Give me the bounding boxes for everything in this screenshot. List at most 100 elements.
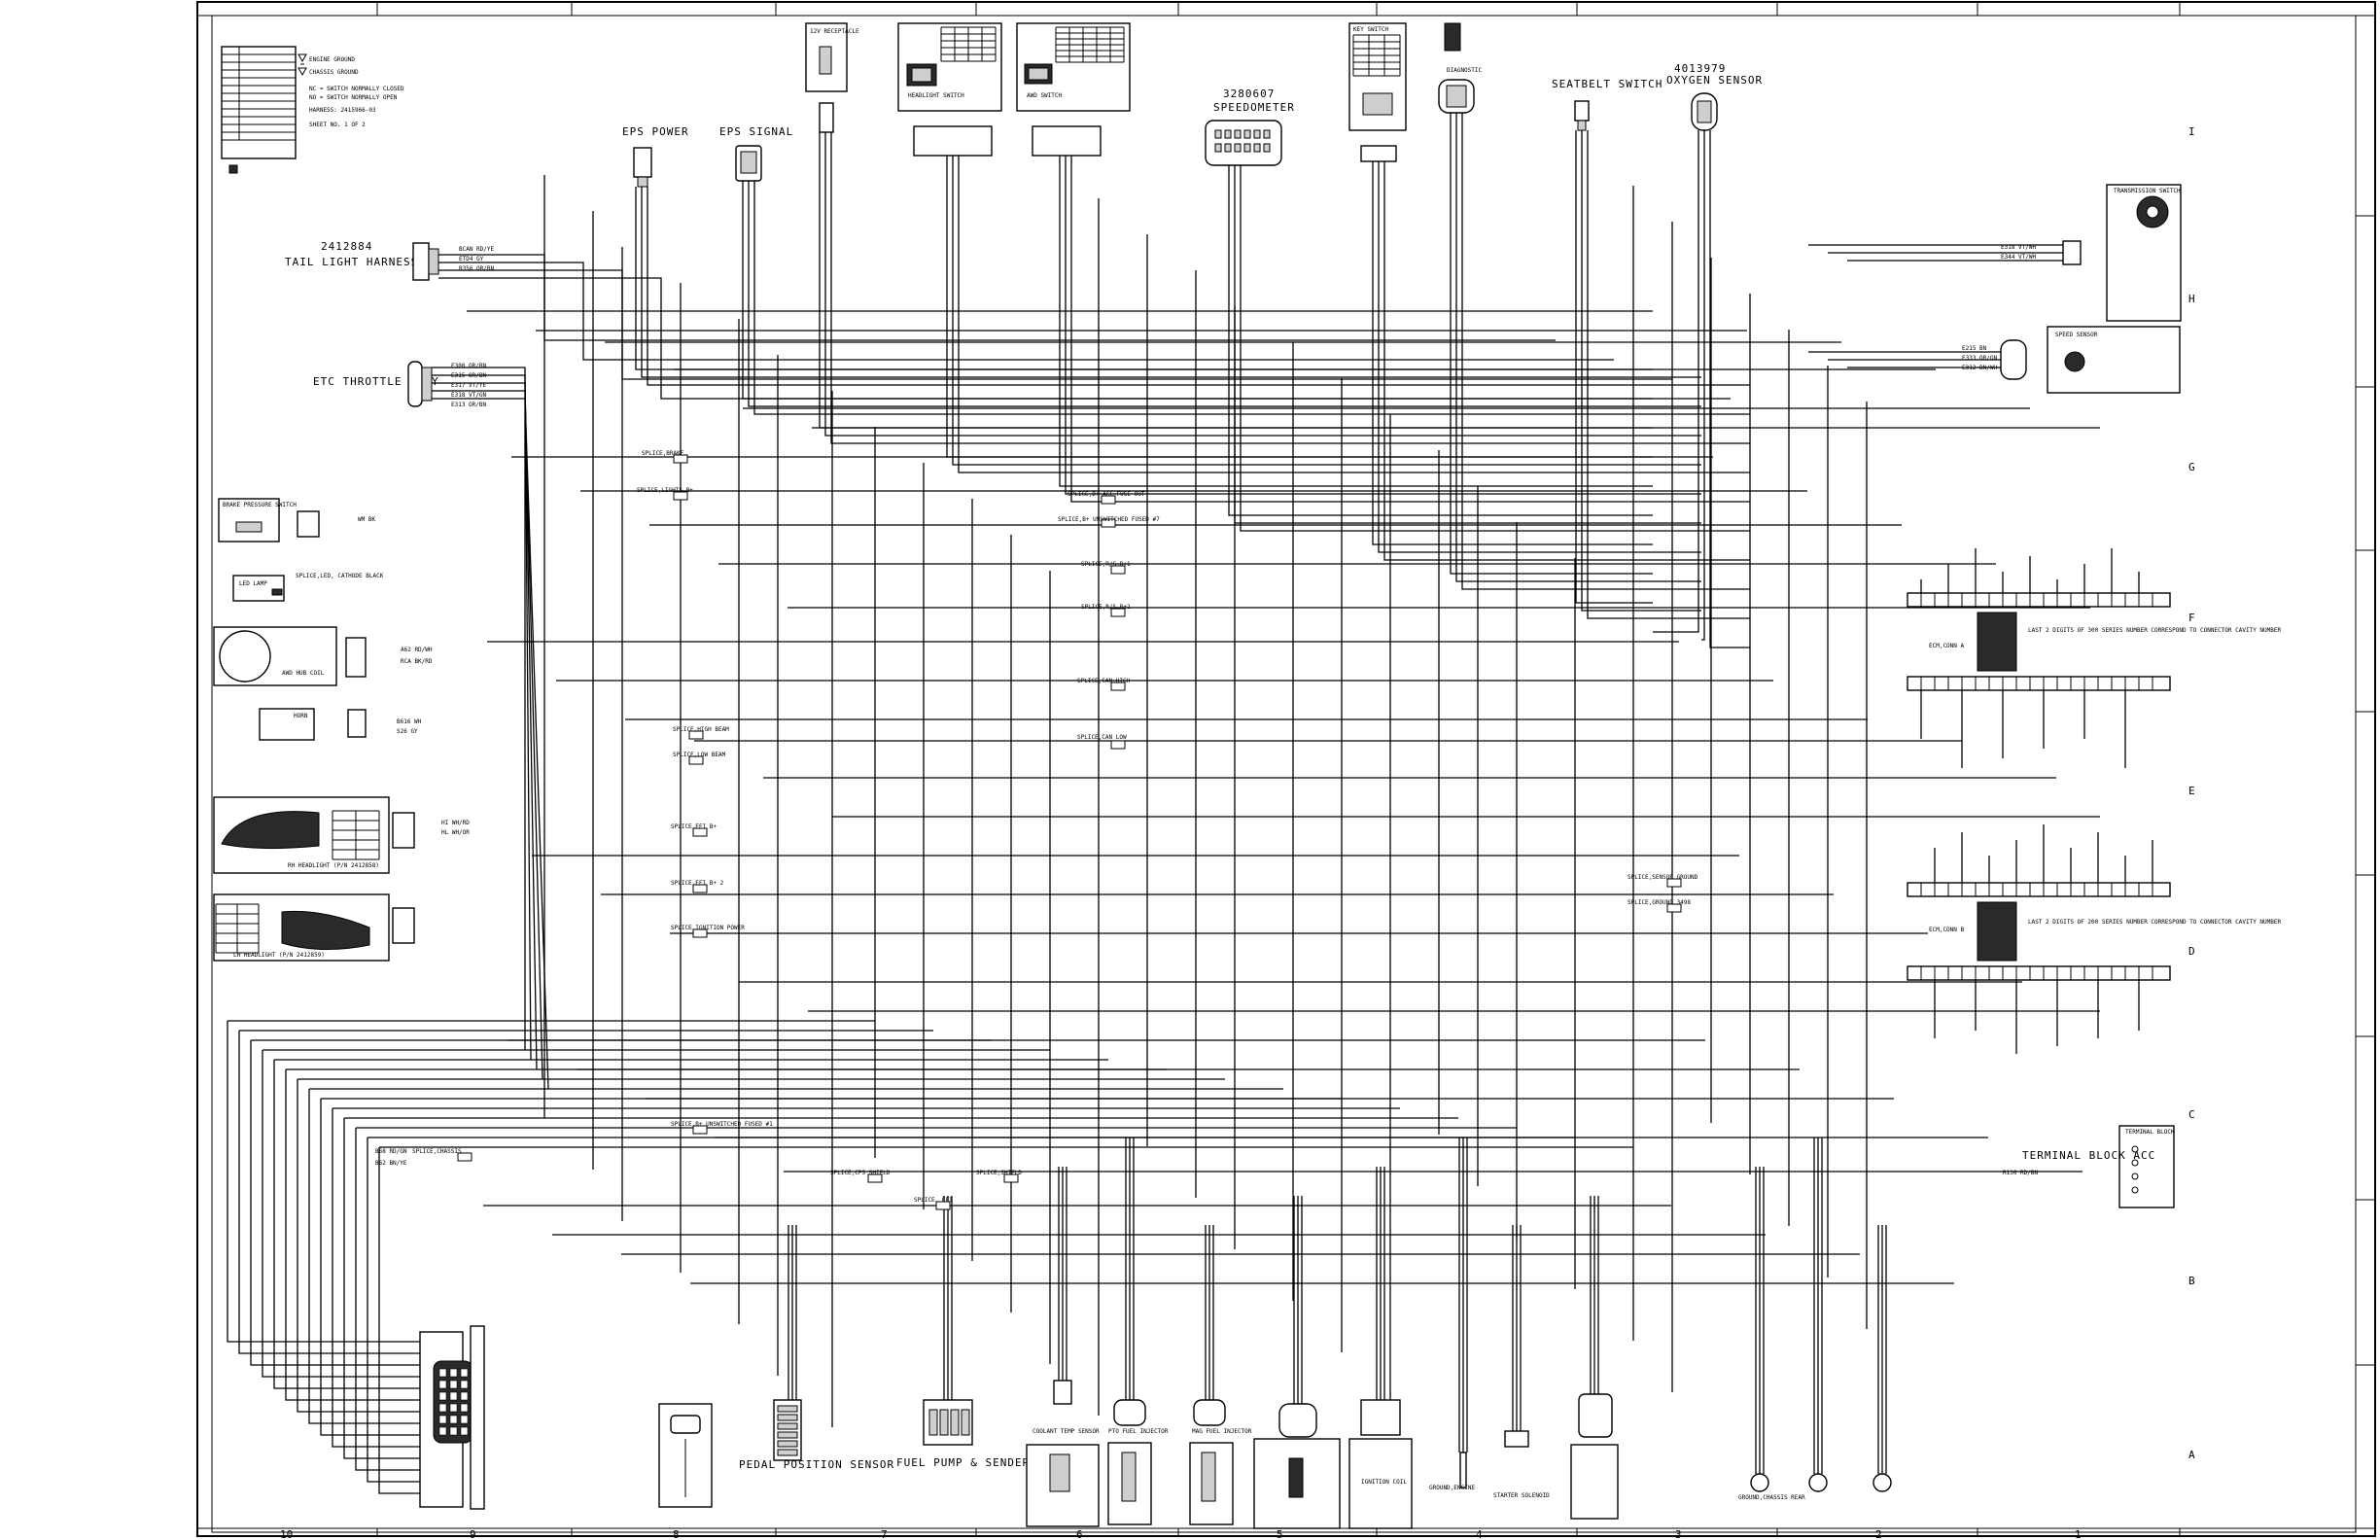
grid-col-8: 8 xyxy=(673,1528,680,1540)
grid-row-a: A xyxy=(2188,1449,2195,1461)
legend-harness: HARNESS: 2415966-03 xyxy=(309,107,376,114)
ground-engine-label: GROUND,ENGINE xyxy=(1429,1485,1475,1491)
ecm-a-label: ECM,CONN A xyxy=(1929,643,1965,649)
grid-row-d: D xyxy=(2188,945,2195,958)
splice-lights: SPLICE,LIGHTS B+ xyxy=(637,487,693,494)
lh-headlight: LH HEADLIGHT (P/N 2412859) xyxy=(213,893,415,962)
lh-headlight-label: LH HEADLIGHT (P/N 2412859) xyxy=(233,952,325,959)
cps-sensor xyxy=(1253,1403,1341,1529)
grid-col-3: 3 xyxy=(1675,1528,1682,1540)
transmission-switch: TRANSMISSION SWITCH xyxy=(2062,184,2182,322)
grid-col-7: 7 xyxy=(881,1528,888,1540)
legend-engine-ground: ENGINE GROUND xyxy=(309,56,355,63)
pedal-position-sensor: PEDAL POSITION SENSOR xyxy=(739,1399,893,1471)
awd-switch-label: AWD SWITCH xyxy=(1027,92,1063,99)
splice-unswitched-1: SPLICE,B+ UNSWITCHED FUSED #1 xyxy=(671,1121,773,1128)
legend-block: ENGINE GROUND CHASSIS GROUND NC = SWITCH… xyxy=(221,46,404,174)
splice-acc-fuse: SPLICE,B+ ACC FUSE OUT xyxy=(1068,491,1145,498)
drawing-frame xyxy=(196,1,2376,1537)
receptacle-label: 12V RECEPTACLE xyxy=(810,28,859,35)
wire-label: WM BK xyxy=(358,516,375,523)
grid-row-g: G xyxy=(2188,461,2195,473)
grid-row-h: H xyxy=(2188,293,2195,305)
splice-led-cathode: SPLICE,LED, CATHODE BLACK xyxy=(296,573,384,579)
grid-row-e: E xyxy=(2188,785,2195,797)
speedometer: 3280607 SPEEDOMETER xyxy=(1205,88,1295,166)
grid-row-f: F xyxy=(2188,612,2195,624)
legend-nc: NC = SWITCH NORMALLY CLOSED xyxy=(309,86,404,92)
grid-col-2: 2 xyxy=(1875,1528,1882,1540)
splice-ground-3498: SPLICE,GROUND 3498 xyxy=(1628,899,1691,906)
eps-power-label: EPS POWER xyxy=(622,125,689,138)
tail-light-harness: 2412884 TAIL LIGHT HARNESS xyxy=(285,240,439,281)
splice-rs-b2: SPLICE,R/S B+2 xyxy=(1081,604,1131,611)
tail-light-label: TAIL LIGHT HARNESS xyxy=(285,256,418,268)
wire-label: B68 RD/GN xyxy=(375,1148,407,1155)
splice-efi-b2: SPLICE,EFI B+ 2 xyxy=(671,880,724,887)
grid-col-10: 10 xyxy=(280,1528,293,1540)
splice-ignition-power: SPLICE,IGNITION POWER xyxy=(671,925,745,931)
led-lamp: LED LAMP xyxy=(232,575,285,602)
ground-engine: GROUND,ENGINE xyxy=(1429,1452,1475,1491)
splice-brake: SPLICE,BRAKE xyxy=(642,450,684,457)
wire-label: E318 VT/WH xyxy=(2001,244,2037,251)
oxygen-sensor: 4013979 OXYGEN SENSOR xyxy=(1666,62,1763,131)
oxygen-part-number: 4013979 xyxy=(1674,62,1726,75)
grid-row-b: B xyxy=(2188,1275,2195,1287)
awd-coil-label: AWD HUB COIL xyxy=(282,670,325,677)
grid-row-i: I xyxy=(2188,125,2195,138)
speedometer-part-number: 3280607 xyxy=(1223,88,1275,100)
starter-solenoid-label: STARTER SOLENOID xyxy=(1493,1492,1550,1499)
brake-switch-label: BRAKE PRESSURE SWITCH xyxy=(223,502,297,508)
oxygen-label: OXYGEN SENSOR xyxy=(1666,74,1763,87)
grid-col-4: 4 xyxy=(1476,1528,1483,1540)
splice-chassis: SPLICE,CHASSIS xyxy=(412,1148,462,1155)
key-switch: KEY SWITCH xyxy=(1348,22,1407,162)
fuel-pump: FUEL PUMP & SENDER xyxy=(896,1399,1029,1469)
ground-symbol-icon xyxy=(298,53,307,63)
ecm-a-note: LAST 2 DIGITS OF 300 SERIES NUMBER CORRE… xyxy=(2028,627,2281,634)
chassis-ground-symbol-icon xyxy=(298,63,307,77)
ecm-b-label: ECM,CONN B xyxy=(1929,927,1965,933)
key-switch-label: KEY SWITCH xyxy=(1353,26,1389,33)
ground-chassis-rear-group: GROUND,CHASSIS REAR xyxy=(1738,1473,1892,1501)
wire-label: HI WH/RD xyxy=(441,820,470,826)
led-lamp-label: LED LAMP xyxy=(239,580,267,587)
splice-efi: SPLICE, EFI xyxy=(914,1197,953,1204)
starter-solenoid: STARTER SOLENOID xyxy=(1493,1393,1619,1520)
wire-label: S26 GY xyxy=(397,728,418,735)
wire-label: E313 OR/BN xyxy=(451,402,487,408)
grid-row-labels: I H G F E D C B A xyxy=(2188,125,2195,1461)
terminal-block: TERMINAL BLOCK TERMINAL BLOCK ACC xyxy=(2022,1125,2175,1208)
transmission-switch-label: TRANSMISSION SWITCH xyxy=(2114,188,2181,194)
grid-col-6: 6 xyxy=(1076,1528,1083,1540)
wire-label: E300 OR/BN xyxy=(451,363,487,369)
etc-throttle-label: ETC THROTTLE BODY xyxy=(313,375,439,388)
splice-can-low: SPLICE,CAN LOW xyxy=(1077,734,1127,741)
rh-headlight-label: RH HEADLIGHT (P/N 2412858) xyxy=(288,862,379,869)
awd-hub-coil: AWD HUB COIL xyxy=(213,626,367,686)
grid-col-5: 5 xyxy=(1277,1528,1283,1540)
grid-col-labels: 10 9 8 7 6 5 4 3 2 1 xyxy=(280,1528,2082,1540)
ecm-connector-b: ECM,CONN B LAST 2 DIGITS OF 200 SERIES N… xyxy=(1907,882,2281,981)
splice-cps-shield: SPLICE,CPS SHIELD xyxy=(830,1170,891,1176)
splice-rs-b1: SPLICE,R/S B+1 xyxy=(1081,561,1131,568)
wire-label: E344 VT/WH xyxy=(2001,254,2037,261)
ecm-connector-a: ECM,CONN A LAST 2 DIGITS OF 300 SERIES N… xyxy=(1907,592,2281,691)
speedometer-label: SPEEDOMETER xyxy=(1213,101,1295,114)
diagnostic-label: DIAGNOSTIC xyxy=(1447,67,1483,74)
splice-low-beam: SPLICE,LOW BEAM xyxy=(673,752,726,758)
mag-injector-label: MAG FUEL INJECTOR xyxy=(1192,1428,1252,1435)
splice-labels: SPLICE,BRAKE SPLICE,LIGHTS B+ SPLICE,B+ … xyxy=(296,450,1698,1204)
wire-label: E215 BN xyxy=(1962,345,1987,352)
wire-label: E312 BN/WH xyxy=(1962,365,1998,371)
wire-labels: BCAN RD/YE ETD4 GY B356 OR/BN E300 OR/BN… xyxy=(358,244,2039,1176)
grid-row-c: C xyxy=(2188,1108,2195,1121)
rh-headlight: RH HEADLIGHT (P/N 2412858) xyxy=(213,796,415,874)
awd-switch: AWD SWITCH xyxy=(1016,22,1131,157)
ecm-main-connector xyxy=(419,1325,485,1510)
receptacle-12v: 12V RECEPTACLE xyxy=(805,22,859,133)
headlight-switch: HEADLIGHT SWITCH xyxy=(897,22,1002,157)
wire-label: B62 BN/YE xyxy=(375,1160,407,1167)
